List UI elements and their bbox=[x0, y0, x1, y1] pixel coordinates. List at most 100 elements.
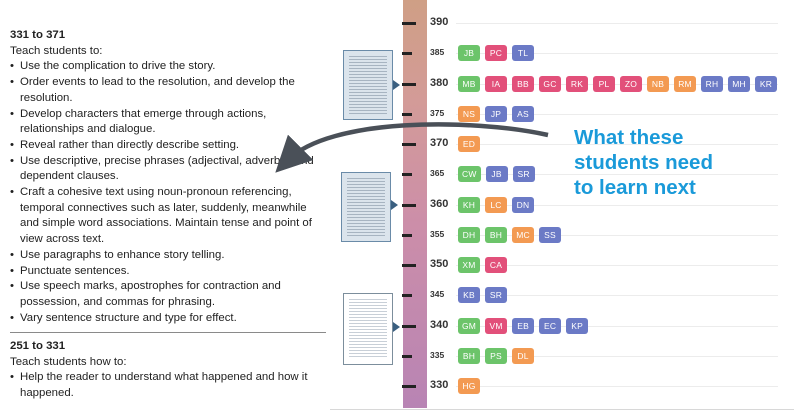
thumbnail-pointer bbox=[393, 80, 400, 90]
scale-tick bbox=[402, 355, 412, 358]
teaching-point: Order events to lead to the resolution, … bbox=[10, 75, 326, 106]
grid-line bbox=[456, 265, 778, 266]
scale-label: 380 bbox=[430, 77, 449, 89]
grid-line bbox=[456, 84, 778, 85]
bottom-rule bbox=[330, 409, 794, 410]
range-heading: 251 to 331 bbox=[10, 340, 66, 352]
student-badge[interactable]: ED bbox=[458, 136, 480, 152]
writing-sample-thumbnail[interactable] bbox=[341, 172, 391, 242]
student-badge[interactable]: DN bbox=[512, 197, 534, 213]
range-intro: Teach students to: bbox=[10, 44, 103, 57]
student-badge[interactable]: KH bbox=[458, 197, 480, 213]
grid-line bbox=[456, 53, 778, 54]
grid-line bbox=[456, 144, 778, 145]
teaching-notes-251-331: 251 to 331 Teach students how to: Help t… bbox=[10, 339, 326, 402]
student-badge[interactable]: LC bbox=[485, 197, 507, 213]
teaching-point: Vary sentence structure and type for eff… bbox=[10, 311, 326, 327]
student-badge[interactable]: TL bbox=[512, 45, 534, 61]
student-group: KB SR bbox=[458, 287, 507, 303]
student-badge[interactable]: BH bbox=[458, 348, 480, 364]
student-badge[interactable]: GM bbox=[458, 318, 481, 334]
student-badge[interactable]: JB bbox=[458, 45, 480, 61]
teaching-point: Develop characters that emerge through a… bbox=[10, 107, 326, 138]
student-badge[interactable]: NB bbox=[647, 76, 669, 92]
student-badge[interactable]: CA bbox=[485, 257, 507, 273]
scale-tick bbox=[402, 294, 412, 297]
student-badge[interactable]: ZO bbox=[620, 76, 642, 92]
scale-label: 390 bbox=[430, 16, 449, 28]
scale-tick bbox=[402, 234, 412, 237]
student-badge[interactable]: RM bbox=[674, 76, 696, 92]
student-badge[interactable]: IA bbox=[485, 76, 507, 92]
student-group: ED bbox=[458, 136, 480, 152]
student-badge[interactable]: MB bbox=[458, 76, 480, 92]
scale-tick bbox=[402, 52, 412, 55]
student-badge[interactable]: NS bbox=[458, 106, 480, 122]
teaching-point: Use speech marks, apostrophes for contra… bbox=[10, 279, 326, 310]
scale-tick bbox=[402, 204, 416, 207]
grid-line bbox=[456, 386, 778, 387]
student-badge[interactable]: XM bbox=[458, 257, 480, 273]
student-badge[interactable]: SR bbox=[512, 166, 535, 182]
student-badge[interactable]: JP bbox=[485, 106, 507, 122]
student-badge[interactable]: DH bbox=[458, 227, 480, 243]
scale-tick bbox=[402, 143, 416, 146]
student-badge[interactable]: SR bbox=[485, 287, 507, 303]
writing-sample-thumbnail[interactable] bbox=[343, 293, 393, 365]
student-badge[interactable]: GC bbox=[539, 76, 561, 92]
scale-label: 340 bbox=[430, 319, 449, 331]
scale-label: 360 bbox=[430, 198, 449, 210]
student-badge[interactable]: RK bbox=[566, 76, 588, 92]
grid-line bbox=[456, 235, 778, 236]
range-heading: 331 to 371 bbox=[10, 29, 66, 41]
student-badge[interactable]: KB bbox=[458, 287, 480, 303]
sample-text-lines bbox=[349, 56, 387, 114]
student-badge[interactable]: RH bbox=[701, 76, 723, 92]
student-group: NS JP AS bbox=[458, 106, 534, 122]
grid-line bbox=[456, 23, 778, 24]
student-group: JB PC TL bbox=[458, 45, 534, 61]
grid-line bbox=[456, 356, 778, 357]
student-badge[interactable]: BB bbox=[512, 76, 534, 92]
student-badge[interactable]: CW bbox=[458, 166, 481, 182]
student-group: MB IA BB GC RK PL ZO NB RM RH MH KR bbox=[458, 76, 777, 92]
student-badge[interactable]: MC bbox=[512, 227, 534, 243]
student-badge[interactable]: MH bbox=[728, 76, 750, 92]
scale-tick bbox=[402, 173, 412, 176]
teaching-points-list: Help the reader to understand what happe… bbox=[10, 370, 326, 401]
student-badge[interactable]: KP bbox=[566, 318, 589, 334]
student-badge[interactable]: KR bbox=[755, 76, 777, 92]
scale-label: 375 bbox=[430, 108, 445, 118]
student-badge[interactable]: PL bbox=[593, 76, 615, 92]
scale-tick bbox=[402, 83, 416, 86]
thumbnail-pointer bbox=[391, 200, 398, 210]
scale-tick bbox=[402, 325, 416, 328]
student-badge[interactable]: EB bbox=[512, 318, 535, 334]
student-badge[interactable]: PC bbox=[485, 45, 507, 61]
section-divider bbox=[10, 332, 326, 333]
teaching-point: Reveal rather than directly describe set… bbox=[10, 138, 326, 154]
student-badge[interactable]: DL bbox=[512, 348, 534, 364]
student-badge[interactable]: BH bbox=[485, 227, 507, 243]
scale-tick bbox=[402, 22, 416, 25]
range-intro: Teach students how to: bbox=[10, 355, 127, 368]
student-badge[interactable]: JB bbox=[485, 166, 508, 182]
scale-tick bbox=[402, 264, 416, 267]
student-group: BH PS DL bbox=[458, 348, 534, 364]
teaching-notes-331-371: 331 to 371 Teach students to: Use the co… bbox=[10, 28, 326, 326]
student-badge[interactable]: HG bbox=[458, 378, 480, 394]
student-badge[interactable]: SS bbox=[539, 227, 561, 243]
scale-label: 335 bbox=[430, 350, 445, 360]
scale-tick bbox=[402, 113, 412, 116]
teaching-point: Help the reader to understand what happe… bbox=[10, 370, 326, 401]
student-badge[interactable]: AS bbox=[512, 106, 534, 122]
student-badge[interactable]: VM bbox=[485, 318, 508, 334]
scale-label: 355 bbox=[430, 229, 445, 239]
student-badge[interactable]: PS bbox=[485, 348, 507, 364]
scale-label: 365 bbox=[430, 168, 445, 178]
writing-sample-thumbnail[interactable] bbox=[343, 50, 393, 120]
next-learning-callout: What these students need to learn next bbox=[574, 125, 713, 200]
student-badge[interactable]: EC bbox=[539, 318, 562, 334]
student-group: KH LC DN bbox=[458, 197, 534, 213]
